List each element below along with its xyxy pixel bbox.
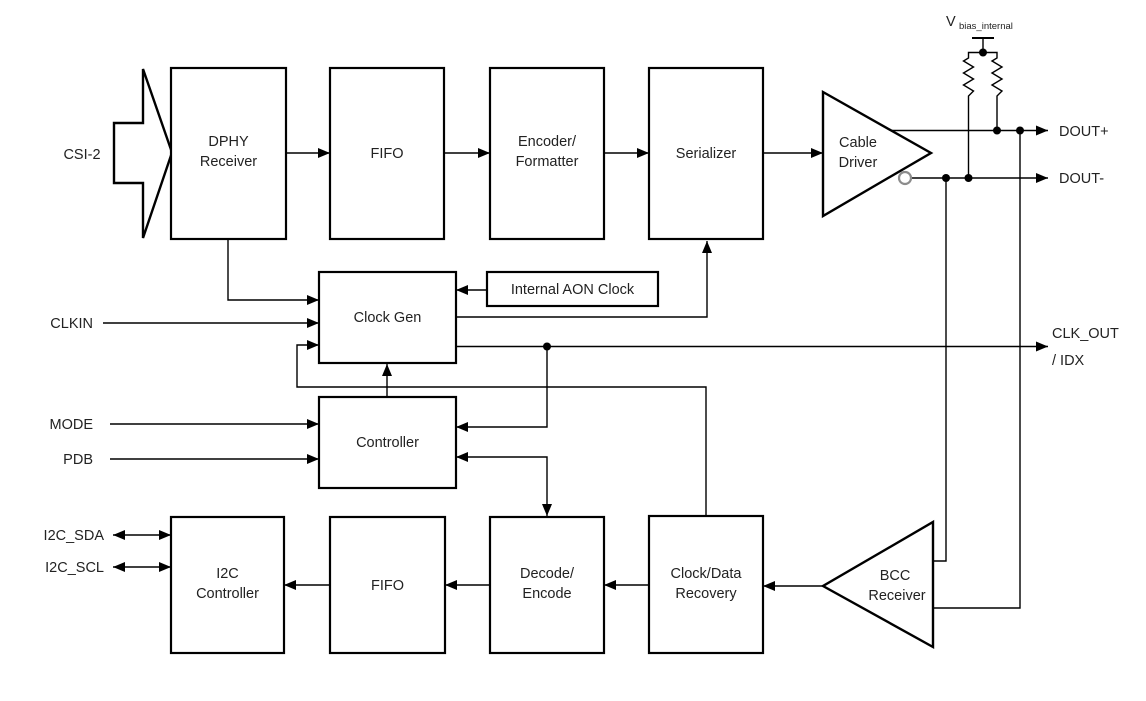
block-clock-gen-label: Clock Gen <box>354 310 422 326</box>
pin-label-i2c-sda: I2C_SDA <box>44 528 105 544</box>
block-encoder-formatter-label2: Formatter <box>516 154 579 170</box>
block-i2c-controller-label1: I2C <box>216 566 239 582</box>
pin-label-vbias-subscript: bias_internal <box>959 21 1013 32</box>
inverter-bubble <box>897 170 913 186</box>
wire-clock-gen-to-serializer <box>456 241 712 318</box>
junction-dot-doutplus-tap <box>1016 126 1024 135</box>
block-decode-encode-box <box>488 515 606 655</box>
block-serializer-label: Serializer <box>676 146 737 162</box>
junction-dot-vbias <box>979 48 987 57</box>
block-serializer-box <box>647 66 765 241</box>
block-dphy-receiver-label2: Receiver <box>200 154 257 170</box>
block-i2c-controller: I2C Controller <box>169 515 286 655</box>
pin-label-i2c-scl: I2C_SCL <box>45 560 104 576</box>
block-fifo-bottom-box <box>328 515 447 655</box>
block-dphy-receiver: DPHY Receiver <box>169 66 288 241</box>
block-decode-encode-label2: Encode <box>522 586 571 602</box>
block-encoder-formatter-box <box>488 66 606 241</box>
pin-label-pdb: PDB <box>63 452 93 468</box>
block-decode-encode: Decode/ Encode <box>488 515 606 655</box>
pin-label-dout-minus: DOUT- <box>1059 171 1104 187</box>
pin-label-vbias: V <box>946 14 956 30</box>
pin-label-mode: MODE <box>50 417 94 433</box>
block-i2c-controller-label2: Controller <box>196 586 259 602</box>
resistor-right <box>983 51 1004 131</box>
cable-driver-label1: Cable <box>839 135 877 151</box>
junction-dot-doutminus-tap <box>942 174 950 182</box>
block-fifo-top: FIFO <box>328 66 446 241</box>
csi2-arrow <box>112 68 174 239</box>
pin-label-clkin: CLKIN <box>50 316 93 332</box>
block-clock-data-recovery-label2: Recovery <box>675 586 737 602</box>
wire-cdr-feedback-to-clock-gen <box>296 340 707 516</box>
wire-controller-decode-encode <box>456 452 552 516</box>
pin-label-clk-out: CLK_OUT <box>1052 326 1119 342</box>
block-controller: Controller <box>317 395 458 490</box>
block-dphy-receiver-box <box>169 66 288 241</box>
block-dphy-receiver-label1: DPHY <box>208 134 249 150</box>
block-encoder-formatter: Encoder/ Formatter <box>488 66 606 241</box>
wire-doutplus-to-bcc <box>933 130 1021 609</box>
pin-label-idx: / IDX <box>1052 353 1085 369</box>
pin-label-dout-plus: DOUT+ <box>1059 124 1109 140</box>
block-controller-box <box>317 395 458 490</box>
block-fifo-top-label: FIFO <box>370 146 403 162</box>
cable-driver-label2: Driver <box>839 155 878 171</box>
block-decode-encode-label1: Decode/ <box>520 566 575 582</box>
block-clock-data-recovery-box <box>647 514 765 655</box>
pin-label-csi2: CSI-2 <box>63 147 100 163</box>
block-fifo-bottom-label: FIFO <box>371 578 404 594</box>
block-serializer: Serializer <box>647 66 765 241</box>
block-i2c-controller-box <box>169 515 286 655</box>
junction-dot-doutminus-resistor <box>964 174 973 182</box>
cable-driver-triangle <box>821 89 934 219</box>
wire-dphy-to-clock-gen <box>227 239 319 305</box>
wire-clk-branch-to-controller <box>456 346 548 432</box>
block-internal-aon-clock-box <box>485 270 660 308</box>
block-clock-gen-box <box>317 270 458 365</box>
bcc-receiver-label2: Receiver <box>868 588 925 604</box>
bcc-receiver-label1: BCC <box>880 568 911 584</box>
block-clock-data-recovery: Clock/Data Recovery <box>647 514 765 655</box>
block-clock-gen: Clock Gen <box>317 270 458 365</box>
junction-dot-clk-out <box>543 342 551 351</box>
block-clock-data-recovery-label1: Clock/Data <box>671 566 743 582</box>
block-cable-driver: Cable Driver <box>821 89 934 219</box>
wire-doutminus-to-bcc <box>933 178 947 562</box>
junction-dot-doutplus-resistor <box>993 126 1001 135</box>
resistor-left <box>962 51 983 178</box>
block-encoder-formatter-label1: Encoder/ <box>518 134 577 150</box>
block-fifo-top-box <box>328 66 446 241</box>
block-bcc-receiver: BCC Receiver <box>820 519 935 650</box>
block-controller-label: Controller <box>356 435 419 451</box>
block-fifo-bottom: FIFO <box>328 515 447 655</box>
block-internal-aon-clock: Internal AON Clock <box>485 270 660 308</box>
block-internal-aon-clock-label: Internal AON Clock <box>511 282 635 298</box>
bcc-receiver-triangle <box>820 519 935 650</box>
